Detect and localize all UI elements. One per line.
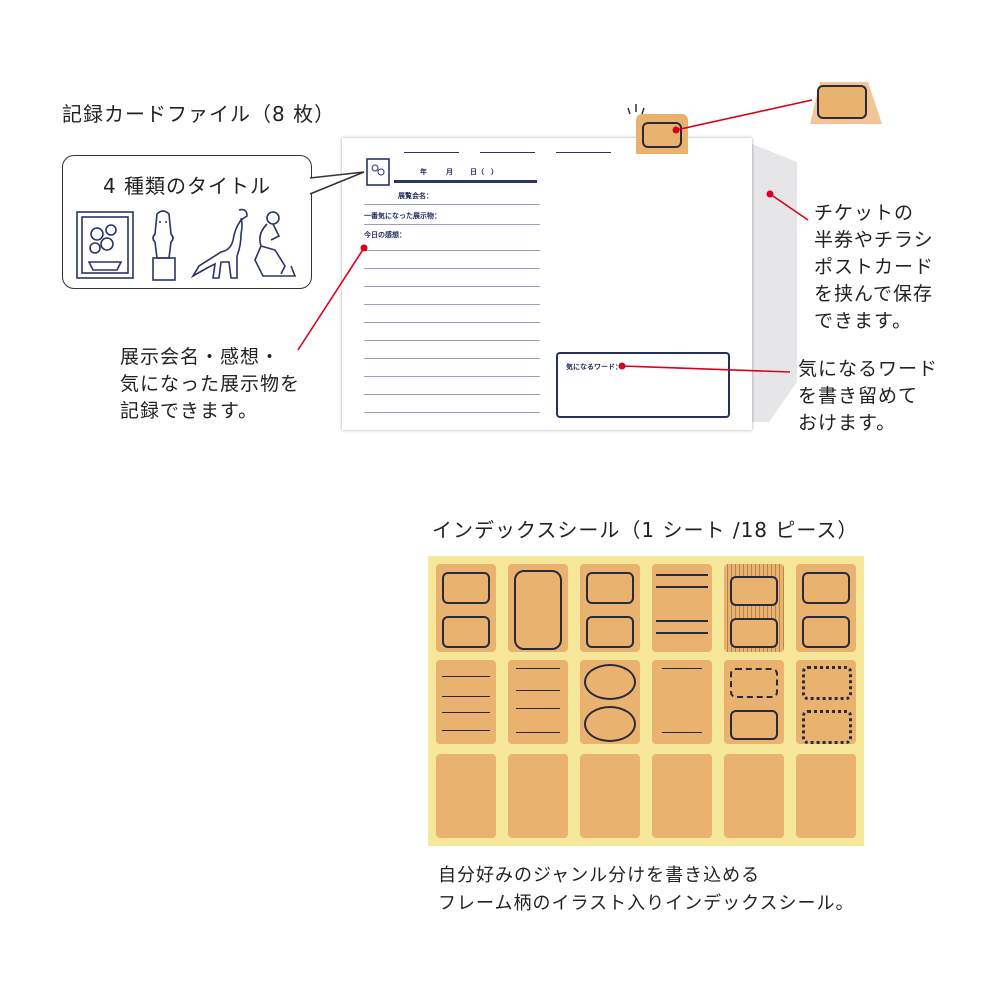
sunflower-painting-icon	[76, 211, 134, 279]
date-month: 月	[446, 168, 453, 176]
record-card: 年 月 日（ ） 展覧会名： 一番気になった展示物： 今日の感想： 気になるワー…	[342, 138, 752, 430]
sticker-heading: インデックスシール（1 シート /18 ピース）	[432, 518, 859, 542]
title-variants-bubble: 4 種類のタイトル	[62, 155, 312, 289]
sticker	[580, 754, 640, 838]
sticker	[724, 660, 784, 744]
sticker	[436, 564, 496, 652]
sparkle-icon	[627, 104, 645, 115]
word-box: 気になるワード：	[556, 352, 730, 418]
date-day: 日（ ）	[470, 168, 498, 176]
right-pocket-callout: チケットの 半券やチラシ ポストカード を挟んで保存 できます。	[814, 202, 935, 332]
sticker	[580, 564, 640, 652]
folder-pocket	[747, 142, 797, 422]
title-icons	[76, 208, 297, 281]
file-heading: 記録カードファイル（8 枚）	[62, 102, 336, 126]
sticker	[724, 564, 784, 652]
favorite-label: 一番気になった展示物：	[364, 212, 441, 220]
sticker	[508, 564, 568, 652]
thinker-statue-icon	[254, 211, 297, 277]
sticker	[508, 660, 568, 744]
sticker-sheet	[428, 556, 864, 846]
card-index-tab	[636, 114, 688, 154]
moai-statue-icon	[152, 210, 176, 281]
sticker-caption: 自分好みのジャンル分けを書き込める フレーム柄のイラスト入りインデックスシール。	[438, 865, 855, 914]
left-record-callout: 展示会名・感想・ 気になった展示物を 記録できます。	[120, 346, 301, 422]
sticker	[436, 660, 496, 744]
sticker	[580, 660, 640, 744]
sticker	[436, 754, 496, 838]
word-box-label: 気になるワード：	[566, 363, 622, 371]
sticker	[652, 754, 712, 838]
sticker	[508, 754, 568, 838]
bubble-title: 4 種類のタイトル	[102, 174, 272, 198]
impression-label: 今日の感想：	[364, 231, 406, 239]
sticker	[796, 754, 856, 838]
sticker	[724, 754, 784, 838]
card-painting-icon	[366, 158, 390, 186]
date-year: 年	[420, 168, 427, 176]
dinosaur-icon	[190, 208, 248, 279]
right-words-callout: 気になるワード を書き留めて おけます。	[798, 358, 939, 434]
sticker	[652, 660, 712, 744]
exhibition-label: 展覧会名：	[398, 192, 433, 200]
sticker	[652, 564, 712, 652]
sticker	[796, 564, 856, 652]
enlarged-tab-sticker	[810, 82, 882, 124]
sticker	[796, 660, 856, 744]
tab-frame-icon	[642, 122, 682, 148]
